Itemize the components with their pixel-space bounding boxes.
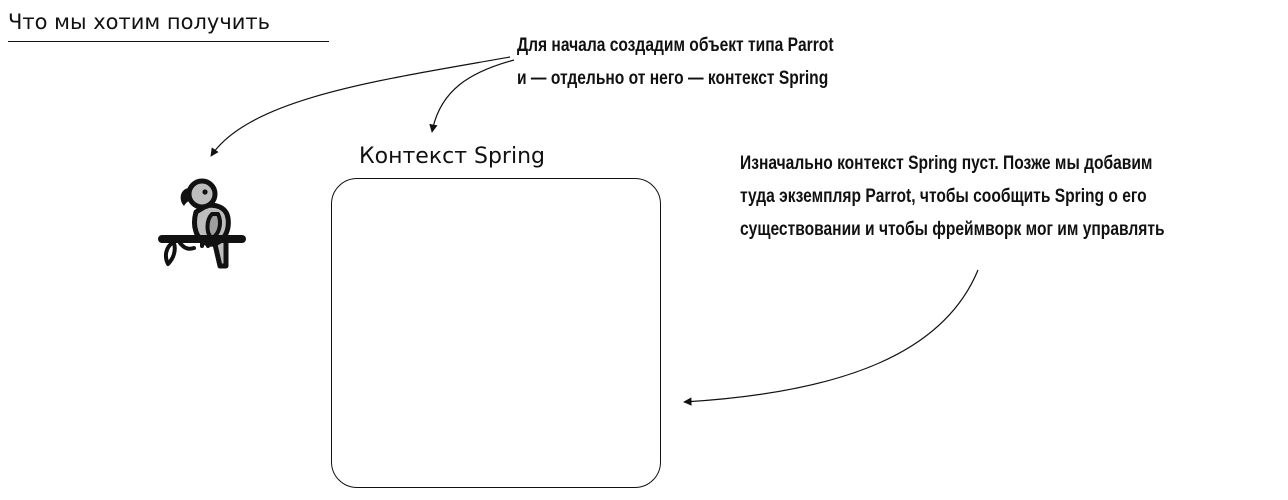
note-context-empty-line-1: Изначально контекст Spring пуст. Позже м…: [740, 153, 1153, 174]
spring-context-label: Контекст Spring: [359, 144, 546, 169]
note-create-objects-line-2: и — отдельно от него — контекст Spring: [517, 68, 829, 89]
arrow-to-context-label: [429, 59, 515, 133]
note-create-objects-line-1: Для начала создадим объект типа Parrot: [517, 35, 834, 56]
arrow-to-parrot: [210, 56, 511, 157]
note-context-empty-line-3: существовании и чтобы фреймворк мог им у…: [740, 219, 1165, 240]
note-context-empty-line-2: туда экземпляр Parrot, чтобы сообщить Sp…: [740, 186, 1147, 207]
note-create-objects: Для начала создадим объект типа Parrot и…: [517, 29, 834, 95]
heading-underline: [8, 41, 329, 42]
note-context-empty: Изначально контекст Spring пуст. Позже м…: [740, 147, 1165, 246]
parrot-icon: [158, 178, 246, 269]
diagram-heading: Что мы хотим получить: [8, 10, 271, 34]
spring-context-box: [331, 178, 661, 488]
arrow-to-context-box: [683, 269, 979, 406]
